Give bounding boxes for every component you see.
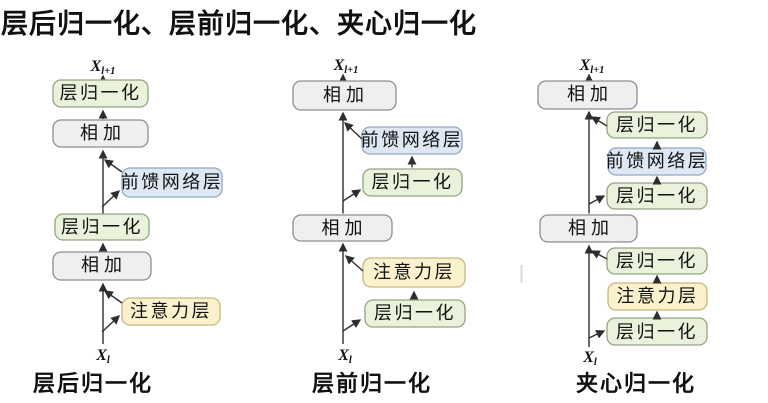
layer-norm-label: 层归一化 <box>616 186 698 206</box>
branch-into-ln <box>342 189 362 202</box>
add-label: 相加 <box>323 85 369 105</box>
layer-norm-box <box>54 213 150 241</box>
layer-norm-box <box>606 247 708 275</box>
add-label: 相加 <box>81 255 127 275</box>
add-box <box>539 214 638 243</box>
add-box <box>292 214 393 242</box>
ffn-label: 前馈网络层 <box>361 130 464 150</box>
attention-label: 注意力层 <box>130 301 212 321</box>
add-label: 相加 <box>80 123 126 143</box>
diagram-caption: 层后归一化 <box>33 371 153 396</box>
output-label: Xl+1 <box>333 57 359 76</box>
diagram-pre-ln: Xl+1 相加 层归一化 前馈网络层 相加 层归一化 注意力层 Xl 层前归一化 <box>292 57 466 396</box>
output-label: Xl+1 <box>90 58 116 77</box>
layer-norm-label: 层归一化 <box>616 115 698 135</box>
add-box <box>52 119 149 148</box>
layer-norm-label: 层归一化 <box>60 83 142 103</box>
add-box <box>292 80 397 111</box>
page-title: 层后归一化、层前归一化、夹心归一化 <box>1 8 477 39</box>
branch-into-ln <box>588 330 606 339</box>
branch-out-of-ln <box>590 116 608 127</box>
branch-into-attention <box>101 315 120 333</box>
diagram-sandwich-ln: Xl+1 相加 层归一化 前馈网络层 层归一化 相加 层归一化 注意力层 层归一… <box>537 57 709 396</box>
layer-norm-box <box>362 168 463 197</box>
attention-box <box>362 257 466 288</box>
ffn-box <box>121 167 223 198</box>
branch-into-ffn <box>101 190 120 208</box>
diagram-caption: 层前归一化 <box>312 371 432 396</box>
output-label: Xl+1 <box>579 57 605 76</box>
layer-norm-box <box>606 111 708 139</box>
branch-out-of-attention <box>344 255 364 272</box>
layer-norm-label: 层归一化 <box>61 217 143 237</box>
attention-label: 注意力层 <box>373 262 455 282</box>
layer-norm-label: 层归一化 <box>372 172 454 192</box>
layer-norm-label: 层归一化 <box>616 322 698 342</box>
add-box <box>537 80 638 110</box>
attention-label: 注意力层 <box>617 286 699 306</box>
layer-norm-label: 层归一化 <box>616 251 698 271</box>
ffn-label: 前馈网络层 <box>606 151 709 171</box>
diagram-caption: 夹心归一化 <box>576 371 696 396</box>
branch-into-ln <box>588 195 606 205</box>
input-label: Xl <box>582 349 597 368</box>
branch-out-of-ffn <box>344 122 363 140</box>
add-label: 相加 <box>568 218 614 238</box>
diagram-post-ln: Xl+1 层归一化 相加 前馈网络层 层归一化 相加 注意力层 Xl 层后归一化 <box>33 58 223 396</box>
add-box <box>52 251 152 281</box>
ffn-label: 前馈网络层 <box>121 172 224 192</box>
layer-norm-box <box>52 79 149 108</box>
layer-norm-box <box>364 299 466 328</box>
layer-norm-label: 层归一化 <box>374 303 456 323</box>
add-label: 相加 <box>322 218 368 238</box>
branch-out-of-attention <box>103 290 123 304</box>
branch-into-ln <box>342 319 362 332</box>
add-label: 相加 <box>567 84 613 104</box>
input-label: Xl <box>95 347 110 366</box>
input-label: Xl <box>337 347 352 366</box>
attention-box <box>121 297 221 326</box>
branch-out-of-ffn <box>103 159 123 173</box>
branch-out-of-ln <box>590 250 608 260</box>
ffn-box <box>361 126 463 155</box>
